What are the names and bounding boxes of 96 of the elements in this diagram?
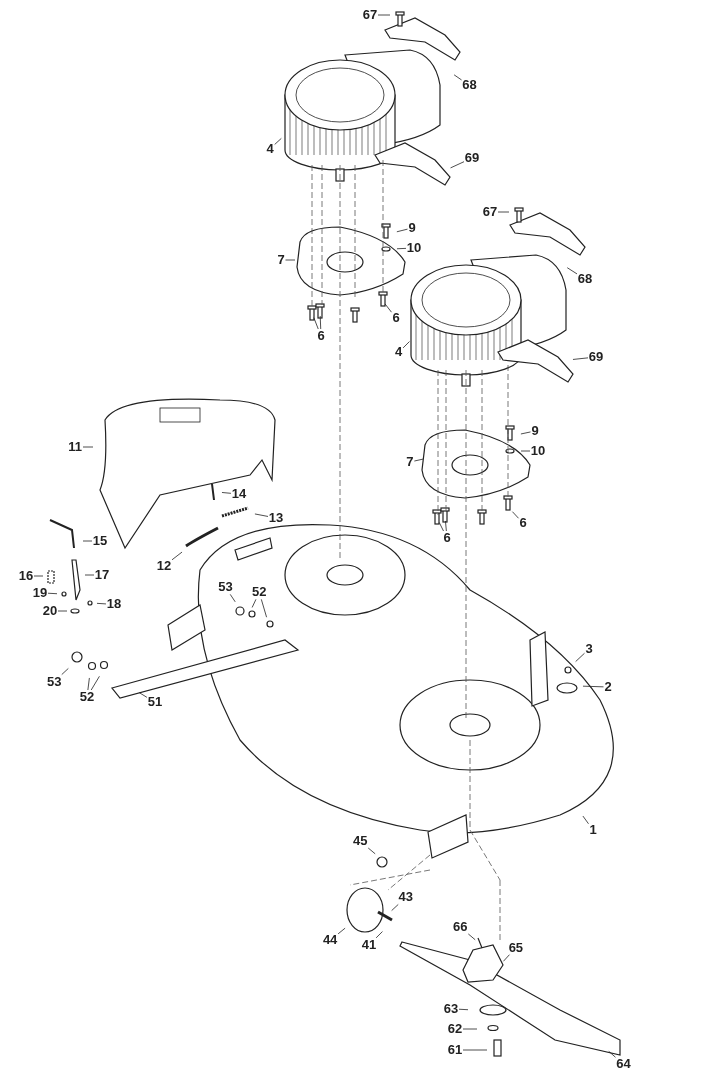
callout-number: 66 [453,920,468,935]
leader-line [520,450,531,452]
leader-line [402,341,410,349]
callout-number: 4 [266,141,274,156]
callout-number: 63 [443,1001,459,1016]
callout-number: 9 [531,424,539,438]
callout-number: 11 [68,440,82,454]
leader-line [512,511,519,519]
callout-number: 44 [322,933,338,948]
callout-number: 6 [317,329,325,343]
callout-number: 15 [92,534,108,548]
callout-number: 52 [252,585,267,600]
leader-line [61,668,69,675]
callout-number: 69 [464,151,480,165]
leader-line [453,74,462,81]
callout-number: 67 [482,205,498,219]
callout-number: 68 [577,272,593,286]
callout-number: 53 [47,674,62,689]
callout-number: 16 [18,569,34,583]
callout-number: 41 [361,937,377,952]
leader-line [396,247,407,250]
callout-number: 64 [616,1057,631,1072]
leader-line [274,138,282,145]
callout-number: 10 [530,444,546,458]
leader-line [90,675,100,691]
leader-line [96,602,107,605]
leader-line [462,1028,478,1030]
leader-line [391,904,399,911]
callout-number: 17 [94,568,110,582]
leader-line [260,598,267,618]
leader-line [608,1050,616,1058]
callout-number: 19 [32,585,48,600]
leader-line [313,317,319,330]
leader-line [138,692,148,698]
callout-number: 18 [106,597,122,612]
leader-line [520,431,531,435]
leader-line [467,933,476,941]
leader-line [458,1008,469,1011]
leader-line [337,927,346,935]
callout-number: 43 [398,890,413,905]
callout-number: 69 [588,350,604,364]
callout-number: 53 [218,580,233,595]
callout-number: 6 [392,311,400,325]
callout-number: 6 [519,516,527,531]
leader-line [221,492,232,494]
callout-number: 6 [443,531,451,545]
callout-number: 67 [362,8,378,22]
leader-line [285,259,296,261]
callout-number: 13 [268,511,284,525]
callout-number: 14 [231,487,247,502]
leader-line [251,598,257,608]
leader-line [572,357,589,360]
leader-line [229,593,236,603]
leader-line [575,652,585,662]
leader-line [319,315,322,330]
callout-number: 51 [147,695,163,710]
callout-number: 68 [462,78,477,93]
callout-number: 7 [406,455,414,470]
callout-number: 10 [406,241,422,255]
leader-line [57,610,68,612]
leader-line [33,575,44,577]
leader-line [84,574,95,576]
leader-line [82,446,94,448]
callout-number: 12 [156,559,172,573]
leader-line [438,522,444,532]
leader-line [497,211,510,213]
callout-number: 7 [277,253,285,267]
leader-line [582,815,589,825]
callout-number: 52 [79,690,95,704]
leader-line [87,677,90,691]
callout-number: 62 [447,1022,463,1036]
leader-line [377,14,391,16]
callout-number: 65 [508,940,524,955]
callout-number: 3 [585,642,593,656]
leader-line [462,1049,488,1051]
leader-line [384,303,392,313]
leader-line [82,540,93,542]
leader-line [171,551,183,561]
callout-number: 20 [42,604,58,618]
leader-line [450,161,465,169]
callout-number: 1 [589,823,597,837]
leader-line [566,267,578,275]
callout-number: 61 [447,1043,463,1057]
leader-line [375,931,383,939]
leader-line [445,520,447,532]
leader-line [413,458,424,462]
callout-number: 45 [353,834,368,849]
callout-number: 2 [604,680,612,694]
leader-line [254,513,269,517]
leader-line [396,228,408,233]
callout-number: 9 [408,221,416,235]
leader-line [367,847,376,855]
leader-line [582,685,604,688]
callout-number: 4 [395,345,403,360]
leader-line [503,954,510,962]
leader-line [47,592,58,595]
